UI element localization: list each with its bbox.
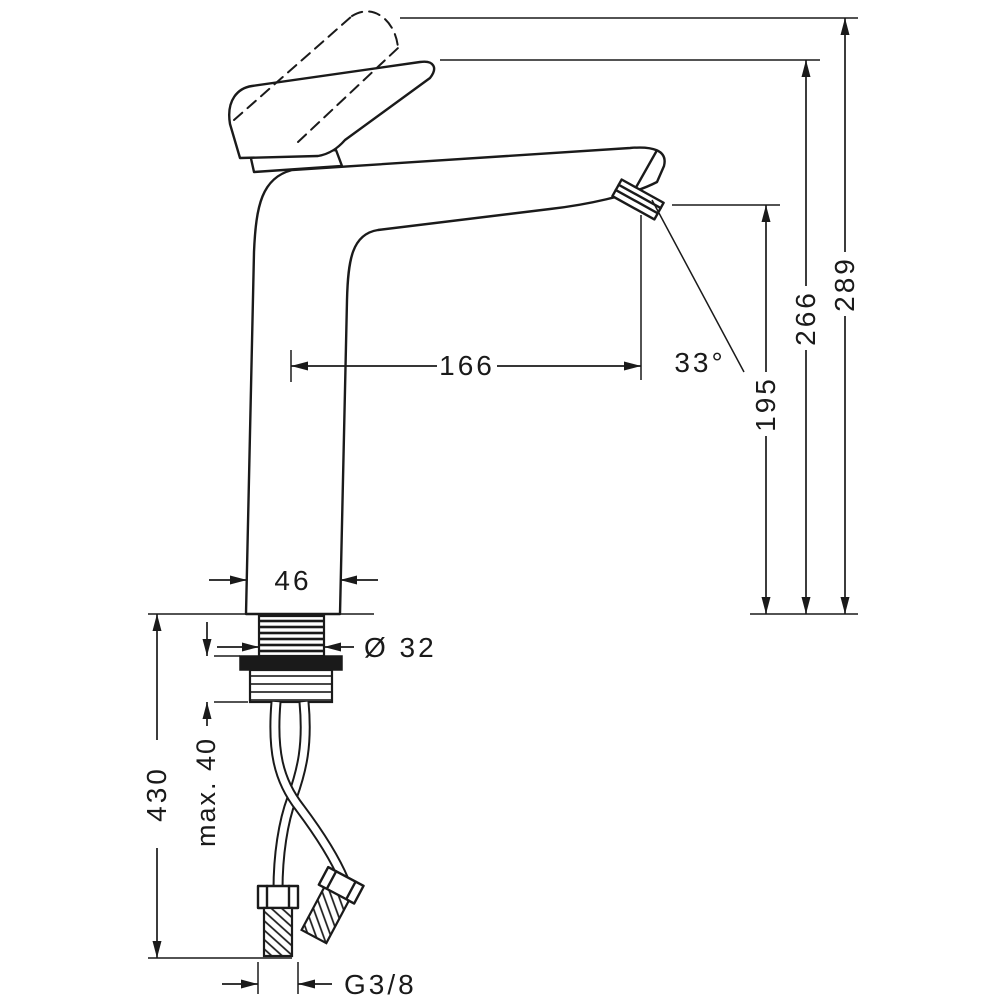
dim-label-dia32: Ø 32 (364, 632, 437, 663)
dim-label-289: 289 (829, 256, 860, 312)
dimension-thread: G3/8 (222, 962, 417, 1000)
dim-label-266: 266 (790, 290, 821, 346)
handle-raised-dashed (233, 10, 399, 143)
dim-label-max40: max. 40 (191, 737, 221, 847)
hose-connector-angled (300, 865, 365, 945)
dim-label-33deg: 33° (674, 347, 725, 378)
dimension-body-width: 46 (209, 565, 378, 596)
dim-label-46: 46 (274, 565, 311, 596)
dimension-overall-height: 289 (400, 17, 860, 615)
hose-connector-straight (256, 884, 300, 958)
dimension-hose-length: 430 (141, 614, 292, 959)
dimension-max-deck-thickness: max. 40 (191, 622, 248, 847)
dim-label-g38: G3/8 (344, 969, 417, 1000)
supply-hose-left (269, 701, 350, 883)
mounting-shank (257, 614, 326, 658)
dimension-spout-height: 195 (672, 204, 781, 614)
dim-label-430: 430 (141, 766, 172, 822)
annotation-spray-angle: 33° (651, 199, 745, 378)
mounting-flange (239, 655, 343, 671)
mounting-nut (248, 668, 334, 704)
dimension-handle-height: 266 (440, 59, 821, 614)
dim-label-195: 195 (750, 376, 781, 432)
dim-label-166: 166 (439, 350, 495, 381)
dimension-shank-diameter: Ø 32 (217, 632, 437, 663)
dimension-spout-reach: 166 (290, 215, 642, 382)
